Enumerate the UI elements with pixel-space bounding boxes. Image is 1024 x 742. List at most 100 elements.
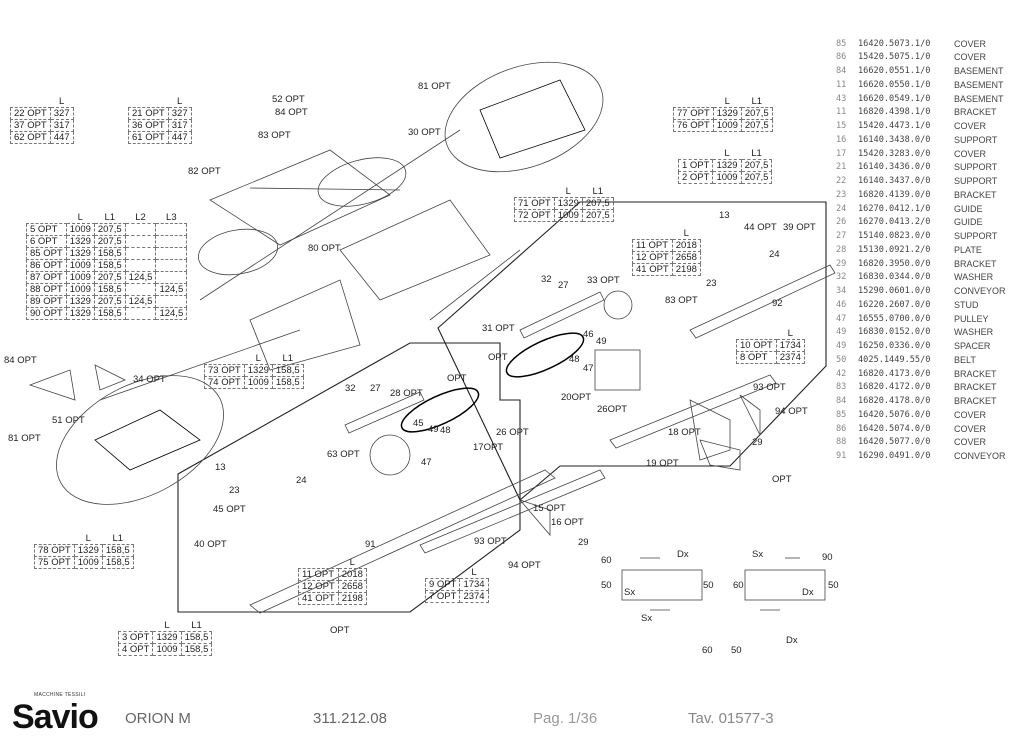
table-cell: 77 OPT bbox=[673, 107, 714, 120]
part-callout: Sx bbox=[641, 613, 653, 624]
part-callout: 94 OPT bbox=[775, 406, 808, 417]
table-header: L1 bbox=[94, 212, 126, 224]
parts-list-header bbox=[836, 10, 1006, 24]
table-header: L bbox=[152, 620, 182, 632]
header-cell bbox=[858, 10, 954, 24]
cover-part bbox=[339, 199, 491, 301]
table-cell: 207,5 bbox=[93, 235, 126, 248]
table-header: L3 bbox=[155, 212, 187, 224]
part-callout: 13 bbox=[719, 210, 730, 221]
part-callout: 32 bbox=[345, 383, 356, 394]
table-cell: 1329 bbox=[712, 159, 742, 172]
part-position: 50 bbox=[836, 354, 847, 365]
table-cell: 207,5 bbox=[740, 107, 773, 120]
part-description: SUPPORT bbox=[954, 231, 998, 241]
beam-part bbox=[689, 264, 836, 339]
table-header bbox=[298, 557, 339, 569]
table-cell: 72 OPT bbox=[514, 209, 555, 222]
table-cell: 10 OPT bbox=[736, 339, 777, 352]
part-position: 91 bbox=[836, 451, 847, 461]
table-cell: 89 OPT bbox=[26, 295, 67, 308]
table-cell: 124,5 bbox=[155, 283, 188, 296]
part-callout: 24 bbox=[769, 249, 780, 260]
table-cell: 207,5 bbox=[93, 223, 126, 236]
part-callout: 39 OPT bbox=[783, 222, 816, 233]
part-position: 21 bbox=[836, 162, 847, 173]
part-position: 16 bbox=[836, 134, 847, 145]
part-code: 16290.0491.0/0 bbox=[858, 451, 931, 461]
belt-part bbox=[505, 332, 585, 378]
part-code: 4025.1449.55/0 bbox=[858, 354, 931, 365]
part-callout: 17OPT bbox=[473, 442, 504, 453]
part-callout: 32 bbox=[541, 274, 552, 285]
part-position: 43 bbox=[836, 93, 847, 104]
part-description: COVER bbox=[954, 38, 987, 49]
part-code: 16820.4173.0/0 bbox=[858, 368, 931, 379]
part-description: BRACKET bbox=[954, 382, 997, 393]
table-cell: 2658 bbox=[671, 251, 701, 264]
table-cell: 1009 bbox=[152, 643, 182, 656]
table-cell: 86 OPT bbox=[26, 259, 67, 272]
part-description: BRACKET bbox=[954, 258, 997, 269]
table-cell: 8 OPT bbox=[736, 351, 777, 364]
part-callout: Sx bbox=[624, 587, 636, 598]
table-cell: 207,5 bbox=[581, 197, 614, 210]
part-code: 16250.0336.0/0 bbox=[858, 341, 931, 351]
table-reference: Tav. 01577-3 bbox=[688, 710, 774, 727]
part-callout: 60 bbox=[733, 580, 744, 591]
table-header: L1 bbox=[102, 533, 134, 545]
part-callout: 84 OPT bbox=[4, 355, 37, 366]
part-callout: 23 bbox=[229, 485, 240, 496]
table-cell: 1329 bbox=[73, 544, 103, 557]
bracket-part bbox=[689, 394, 761, 471]
detail-ellipse-mid bbox=[198, 228, 278, 276]
table-header bbox=[514, 186, 555, 198]
part-code: 16420.5074.0/0 bbox=[858, 423, 931, 434]
part-position: 49 bbox=[836, 327, 847, 338]
part-code: 16820.4139.0/0 bbox=[858, 189, 931, 200]
part-description: COVER bbox=[954, 409, 987, 420]
table-cell bbox=[124, 223, 157, 236]
part-position: 85 bbox=[836, 409, 847, 420]
drawing-number: 311.212.08 bbox=[313, 710, 387, 727]
part-callout: 26 OPT bbox=[496, 427, 529, 438]
table-cell: 7 OPT bbox=[424, 590, 461, 603]
part-description: SUPPORT bbox=[954, 162, 998, 173]
part-callout: OPT bbox=[772, 474, 792, 485]
legend-box bbox=[744, 569, 826, 601]
part-code: 15420.4473.1/0 bbox=[858, 121, 931, 131]
part-code: 16830.0152.0/0 bbox=[858, 327, 931, 338]
table-cell: 1329 bbox=[553, 197, 583, 210]
part-callout: 20OPT bbox=[561, 392, 592, 403]
table-cell: 447 bbox=[49, 131, 74, 144]
part-position: 11 bbox=[836, 79, 847, 90]
part-callout: 28 OPT bbox=[390, 388, 423, 399]
table-cell: 37 OPT bbox=[10, 119, 51, 132]
part-description: STUD bbox=[954, 299, 979, 310]
table-header: L bbox=[459, 567, 489, 579]
part-description: SUPPORT bbox=[954, 176, 998, 186]
part-description: BRACKET bbox=[954, 107, 997, 118]
part-callout: 45 OPT bbox=[213, 504, 246, 515]
part-position: 84 bbox=[836, 66, 847, 76]
